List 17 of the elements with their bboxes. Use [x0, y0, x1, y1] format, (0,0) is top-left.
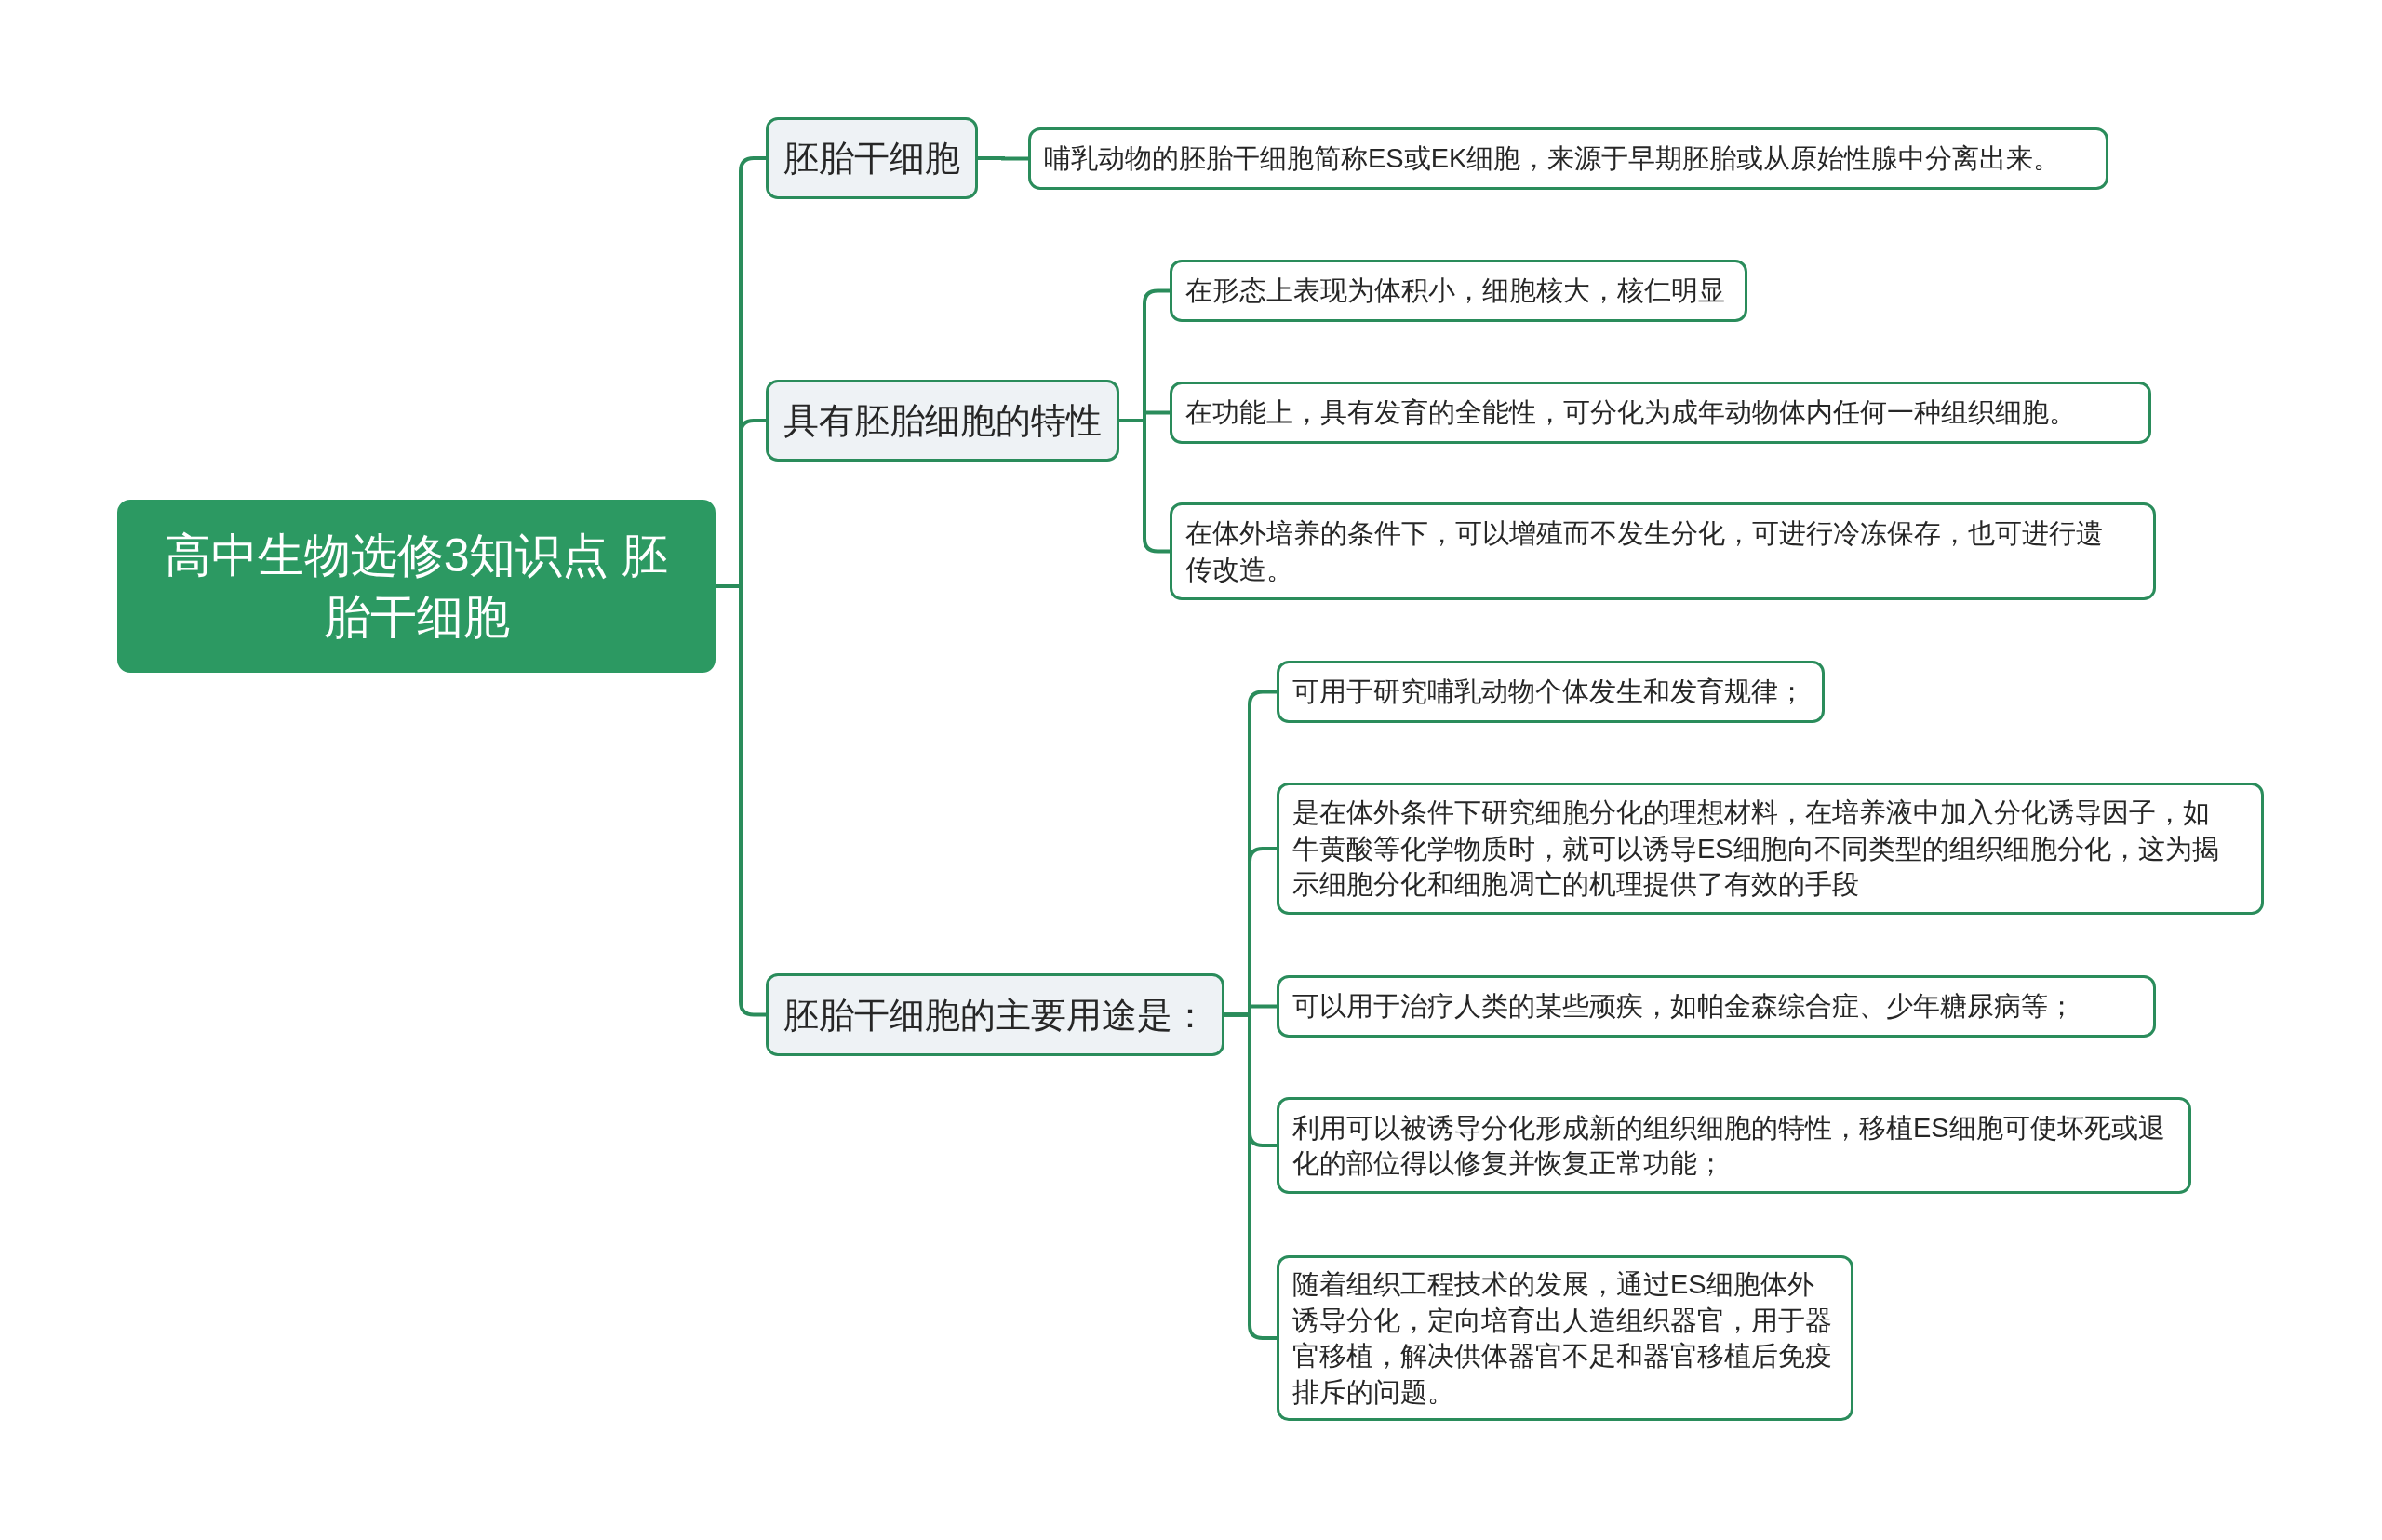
- topic-box: 具有胚胎细胞的特性: [766, 380, 1119, 462]
- note-box: 在体外培养的条件下，可以增殖而不发生分化，可进行冷冻保存，也可进行遗传改造。: [1170, 502, 2156, 600]
- note-box: 哺乳动物的胚胎干细胞简称ES或EK细胞，来源于早期胚胎或从原始性腺中分离出来。: [1028, 127, 2108, 190]
- note-box: 可以用于治疗人类的某些顽疾，如帕金森综合症、少年糖尿病等；: [1277, 975, 2156, 1038]
- topic-box: 胚胎干细胞: [766, 117, 978, 199]
- topic-box: 胚胎干细胞的主要用途是：: [766, 973, 1224, 1056]
- connector-line: [1119, 419, 1170, 554]
- connector-line: [1224, 1012, 1277, 1340]
- central-topic-box: 高中生物选修3知识点 胚胎干细胞: [117, 500, 716, 673]
- note-box: 利用可以被诱导分化形成新的组织细胞的特性，移植ES细胞可使坏死或退化的部位得以修复并恢复正常功能；: [1277, 1097, 2191, 1194]
- note-box: 随着组织工程技术的发展，通过ES细胞体外诱导分化，定向培育出人造组织器官，用于器官移植，解决供体器官不足和器官移植后免疫排斥的问题。: [1277, 1255, 1853, 1421]
- note-box: 在形态上表现为体积小，细胞核大，核仁明显: [1170, 260, 1747, 322]
- note-box: 可用于研究哺乳动物个体发生和发育规律；: [1277, 661, 1825, 723]
- note-box: 是在体外条件下研究细胞分化的理想材料，在培养液中加入分化诱导因子，如牛黄酸等化学物质时，就可以诱导ES细胞向不同类型的组织细胞分化，这为揭示细胞分化和细胞凋亡的机理提供了有效的手段: [1277, 783, 2264, 915]
- connector-line: [978, 156, 1028, 161]
- note-box: 在功能上，具有发育的全能性，可分化为成年动物体内任何一种组织细胞。: [1170, 382, 2151, 444]
- connector-line: [716, 584, 766, 1017]
